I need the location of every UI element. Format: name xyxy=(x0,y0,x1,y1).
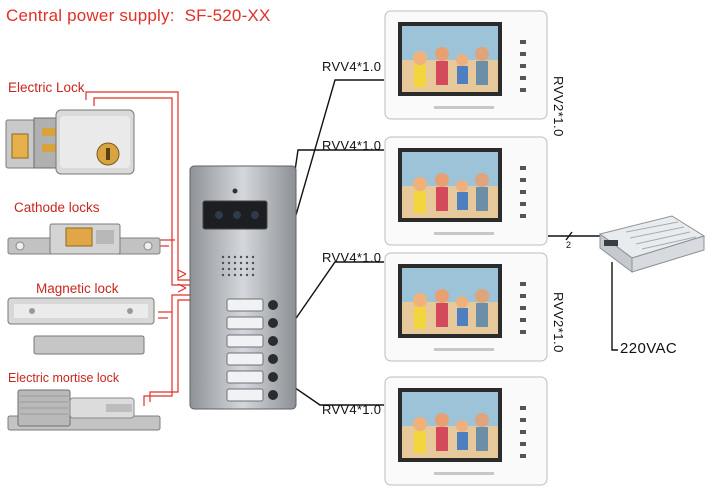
cable-label-monitor-3: RVV4*1.0 xyxy=(322,250,382,265)
indoor-monitor-2 xyxy=(384,136,548,246)
mortise-lock-image xyxy=(7,389,161,431)
mortise-lock-label: Electric mortise lock xyxy=(8,371,120,385)
power-cable-label-bottom: RVV2*1.0 xyxy=(551,292,566,353)
indoor-monitor-1 xyxy=(384,10,548,120)
power-cable-label-top: RVV2*1.0 xyxy=(551,76,566,137)
title-text: Central power supply: xyxy=(6,6,175,25)
cathode-locks-label: Cathode locks xyxy=(14,200,100,215)
cable-label-monitor-2: RVV4*1.0 xyxy=(322,138,382,153)
cathode-lock-image xyxy=(7,223,161,255)
power-wire-count: 2 xyxy=(566,240,572,250)
diagram-title: Central power supply: SF-520-XX xyxy=(6,6,271,26)
electric-lock-label: Electric Lock xyxy=(8,80,85,95)
cable-label-monitor-4: RVV4*1.0 xyxy=(322,402,382,417)
power-supply-unit xyxy=(598,215,706,273)
indoor-monitor-4 xyxy=(384,376,548,486)
power-input-label: 220VAC xyxy=(620,340,678,357)
electric-lock-image xyxy=(5,109,135,175)
magnetic-lock-label: Magnetic lock xyxy=(36,281,119,296)
indoor-monitor-3 xyxy=(384,252,548,362)
lock-wires xyxy=(85,91,190,406)
outdoor-call-panel xyxy=(189,165,297,410)
model-number: SF-520-XX xyxy=(184,6,271,25)
magnetic-lock-image xyxy=(7,297,155,355)
cable-label-monitor-1: RVV4*1.0 xyxy=(322,59,382,74)
